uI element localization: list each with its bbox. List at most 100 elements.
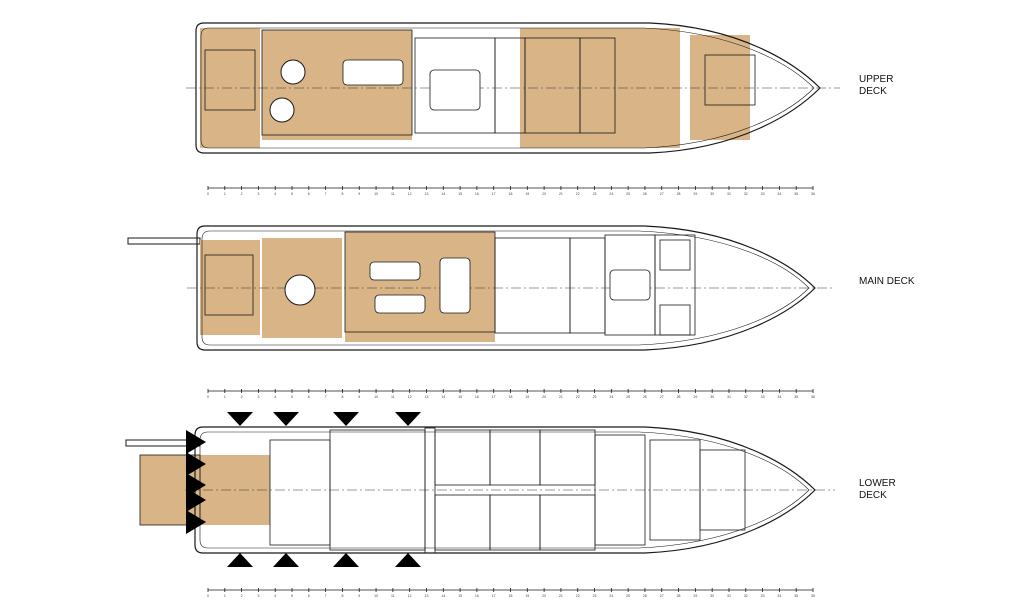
scale-tick-label: 19 [525,192,529,196]
scale-tick-label: 24 [609,395,613,399]
scale-tick-label: 20 [542,192,546,196]
deck-wood-area [200,240,260,335]
scale-tick-label: 33 [761,192,765,196]
scale-tick-label: 1 [224,395,226,399]
marker-triangle-bottom [273,553,299,567]
furniture [609,269,651,301]
scale-tick-label: 20 [542,594,546,598]
room-wall [204,254,254,316]
scale-tick-label: 4 [274,192,276,196]
scale-tick-label: 0 [207,192,209,196]
scale-tick-label: 15 [458,594,462,598]
furniture [342,59,404,86]
room-wall [704,54,756,106]
scale-tick-label: 9 [358,395,360,399]
scale-tick-label: 14 [441,594,445,598]
scale-tick-label: 10 [374,192,378,196]
scale-tick-label: 18 [509,594,513,598]
scale-tick-label: 7 [325,192,327,196]
scale-tick-label: 19 [525,594,529,598]
scale-tick-label: 36 [811,395,815,399]
scale-tick-label: 5 [291,395,293,399]
scale-tick-label: 35 [794,192,798,196]
room-wall [654,234,696,336]
hull-inner-outline [200,27,815,149]
scale-tick-label: 12 [408,594,412,598]
hull-outline [196,225,816,351]
furniture-round-table [269,97,295,123]
scale-tick-label: 36 [811,192,815,196]
room-wall [579,37,616,134]
scale-tick-label: 21 [559,395,563,399]
marker-triangle-top [227,412,253,426]
scale-tick-label: 30 [710,594,714,598]
scale-tick-label: 32 [744,594,748,598]
lower-deck-plan [125,412,835,567]
scale-tick-label: 12 [408,395,412,399]
scale-tick-label: 31 [727,395,731,399]
room-wall [261,29,413,136]
scale-tick-label: 11 [391,192,395,196]
scale-tick-label: 0 [207,594,209,598]
scale-tick-label: 18 [509,192,513,196]
scale-tick-label: 29 [693,395,697,399]
scale-tick-label: 12 [408,192,412,196]
scale-tick-label: 25 [626,395,630,399]
scale-tick-label: 28 [677,395,681,399]
deck-wood-area [345,232,495,342]
marker-triangle-bottom [227,553,253,567]
room-wall [424,427,436,554]
scale-tick-label: 4 [274,395,276,399]
scale-tick-label: 6 [308,594,310,598]
scale-tick-label: 9 [358,192,360,196]
scale-tick-label: 16 [475,395,479,399]
scale-tick-label: 13 [425,594,429,598]
room-wall [659,239,691,271]
scale-tick-label: 21 [559,192,563,196]
marker-triangle-stern [186,452,206,476]
scale-tick-label: 10 [374,594,378,598]
scale-tick-label: 29 [693,594,697,598]
scale-tick-label: 3 [257,192,259,196]
room-wall [489,494,541,551]
scale-tick-label: 8 [341,192,343,196]
hull-outline [195,22,821,154]
marker-triangle-bottom [395,553,421,567]
scale-tick-label: 8 [341,594,343,598]
passerelle [127,237,201,245]
scale-tick-label: 1 [224,192,226,196]
room-wall [659,304,691,336]
room-wall [569,237,606,334]
scale-tick-label: 4 [274,594,276,598]
furniture [429,69,481,111]
scale-tick-label: 27 [660,192,664,196]
scale-tick-label: 35 [794,594,798,598]
scale-tick-label: 28 [677,192,681,196]
scale-tick-label: 16 [475,192,479,196]
marker-triangle-top [273,412,299,426]
scale-tick-label: 17 [492,395,496,399]
scale-tick-label: 32 [744,395,748,399]
furniture-round-table [284,274,316,306]
scale-tick-label: 6 [308,192,310,196]
scale-tick-label: 25 [626,594,630,598]
scale-tick-label: 11 [391,395,395,399]
scale-tick-label: 14 [441,395,445,399]
hull-inner-outline [201,230,810,346]
scale-tick-label: 26 [643,395,647,399]
scale-tick-label: 11 [391,594,395,598]
scale-tick-label: 3 [257,395,259,399]
scale-tick-label: 24 [609,192,613,196]
room-wall [434,429,491,486]
scale-tick-label: 0 [207,395,209,399]
marker-triangle-stern [186,430,206,454]
scale-tick-label: 6 [308,395,310,399]
marker-triangle-top [395,412,421,426]
scale-tick-label: 17 [492,192,496,196]
room-wall [204,49,256,111]
furniture [374,294,426,314]
scale-tick-label: 16 [475,594,479,598]
main-deck-label: MAIN DECK [859,276,915,287]
